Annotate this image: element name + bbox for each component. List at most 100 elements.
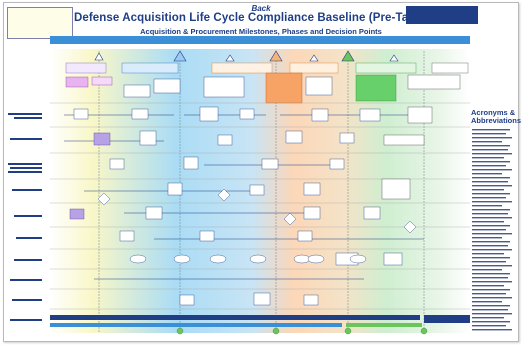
process-node (339, 132, 355, 144)
decision-diamonds (97, 188, 417, 234)
process-node (363, 206, 381, 220)
process-node (199, 230, 215, 242)
notes-box (7, 7, 73, 39)
appropriation-bar (50, 315, 420, 320)
activity-box (407, 74, 461, 90)
activity-box (355, 74, 397, 102)
process-node (139, 130, 157, 146)
process-node (253, 292, 271, 306)
legend-box (406, 6, 478, 24)
milestone-markers (94, 50, 399, 62)
row-label-bar (14, 259, 42, 261)
activity-box (265, 72, 303, 104)
poster-header: Back Defense Acquisition Life Cycle Comp… (4, 3, 518, 51)
activity-box (305, 76, 333, 96)
process-node (303, 182, 321, 196)
poster-frame: Back Defense Acquisition Life Cycle Comp… (3, 2, 522, 342)
row-label-bar (10, 138, 42, 140)
row-label-bar (8, 163, 42, 165)
milestone-circle (344, 327, 352, 335)
activity-box (65, 76, 89, 88)
process-node (239, 108, 255, 120)
milestone-circle (420, 327, 428, 335)
activity-box (123, 84, 151, 98)
row-label-bar (12, 189, 42, 191)
row-label-bar (10, 279, 42, 281)
process-node (381, 178, 411, 200)
process-node (145, 206, 163, 220)
appropriation-bar (346, 323, 422, 327)
poster-title: Defense Acquisition Life Cycle Complianc… (73, 12, 449, 24)
row-label-bar (8, 113, 42, 115)
process-node (199, 106, 219, 122)
phase-header-box (289, 62, 339, 74)
acronyms-section: Acronyms & Abbreviations (471, 108, 522, 125)
poster-subtitle: Acquisition & Procurement Milestones, Ph… (140, 27, 382, 36)
decision-diamond (283, 212, 297, 226)
review-oval (293, 254, 311, 264)
row-label-bar (16, 237, 42, 239)
process-node (179, 294, 195, 306)
process-node (303, 206, 321, 220)
phase-header-box (65, 62, 107, 74)
review-oval (129, 254, 147, 264)
review-oval (209, 254, 227, 264)
row-label-bar (10, 167, 42, 169)
process-node (167, 182, 183, 196)
process-node (131, 108, 149, 120)
process-node (109, 158, 125, 170)
back-label[interactable]: Back (251, 4, 271, 13)
process-node (93, 132, 111, 146)
review-oval (249, 254, 267, 264)
bottom-bars (50, 315, 470, 327)
process-node (407, 106, 433, 124)
activity-boxes-upper (65, 72, 461, 104)
activity-box (153, 78, 181, 94)
process-node (119, 230, 135, 242)
activity-box (91, 76, 113, 86)
phase-header-box (355, 62, 417, 74)
process-node (311, 108, 329, 122)
process-node (69, 208, 85, 220)
decision-diamond (217, 188, 231, 202)
milestone-a-marker (173, 50, 187, 62)
activity-box (203, 76, 245, 98)
review-ovals (129, 254, 367, 264)
process-node (217, 134, 233, 146)
process-node (285, 130, 303, 144)
process-node (249, 184, 265, 196)
lifecycle-diagram (8, 49, 512, 335)
bottom-circles (176, 327, 428, 335)
process-node (383, 134, 425, 146)
acronym-lines (472, 129, 512, 331)
review-oval (349, 254, 367, 264)
process-node (297, 230, 313, 242)
phase-header-box (431, 62, 469, 74)
operations-bar (424, 315, 470, 323)
review-oval (173, 254, 191, 264)
process-node (183, 156, 199, 170)
review-oval (307, 254, 325, 264)
phase-header-box (121, 62, 179, 74)
process-node (329, 158, 345, 170)
row-separators (50, 102, 470, 310)
info-banner (50, 36, 470, 44)
decision-marker (389, 54, 399, 62)
decision-marker (309, 54, 319, 62)
row-label-bar (14, 117, 42, 119)
process-node (383, 252, 403, 266)
process-node (303, 294, 319, 306)
row-label-bar (14, 215, 42, 217)
appropriation-bar (50, 323, 342, 327)
acronyms-title: Acronyms & Abbreviations (471, 108, 522, 125)
milestone-circle (176, 327, 184, 335)
phase-header-box (211, 62, 273, 74)
milestone-circle (272, 327, 280, 335)
process-node (73, 108, 89, 120)
phase-headers (65, 62, 469, 74)
milestone-b-marker (269, 50, 283, 62)
row-label-bar (8, 171, 42, 173)
decision-marker (225, 54, 235, 62)
process-node (359, 108, 381, 122)
row-label-bar (10, 319, 42, 321)
